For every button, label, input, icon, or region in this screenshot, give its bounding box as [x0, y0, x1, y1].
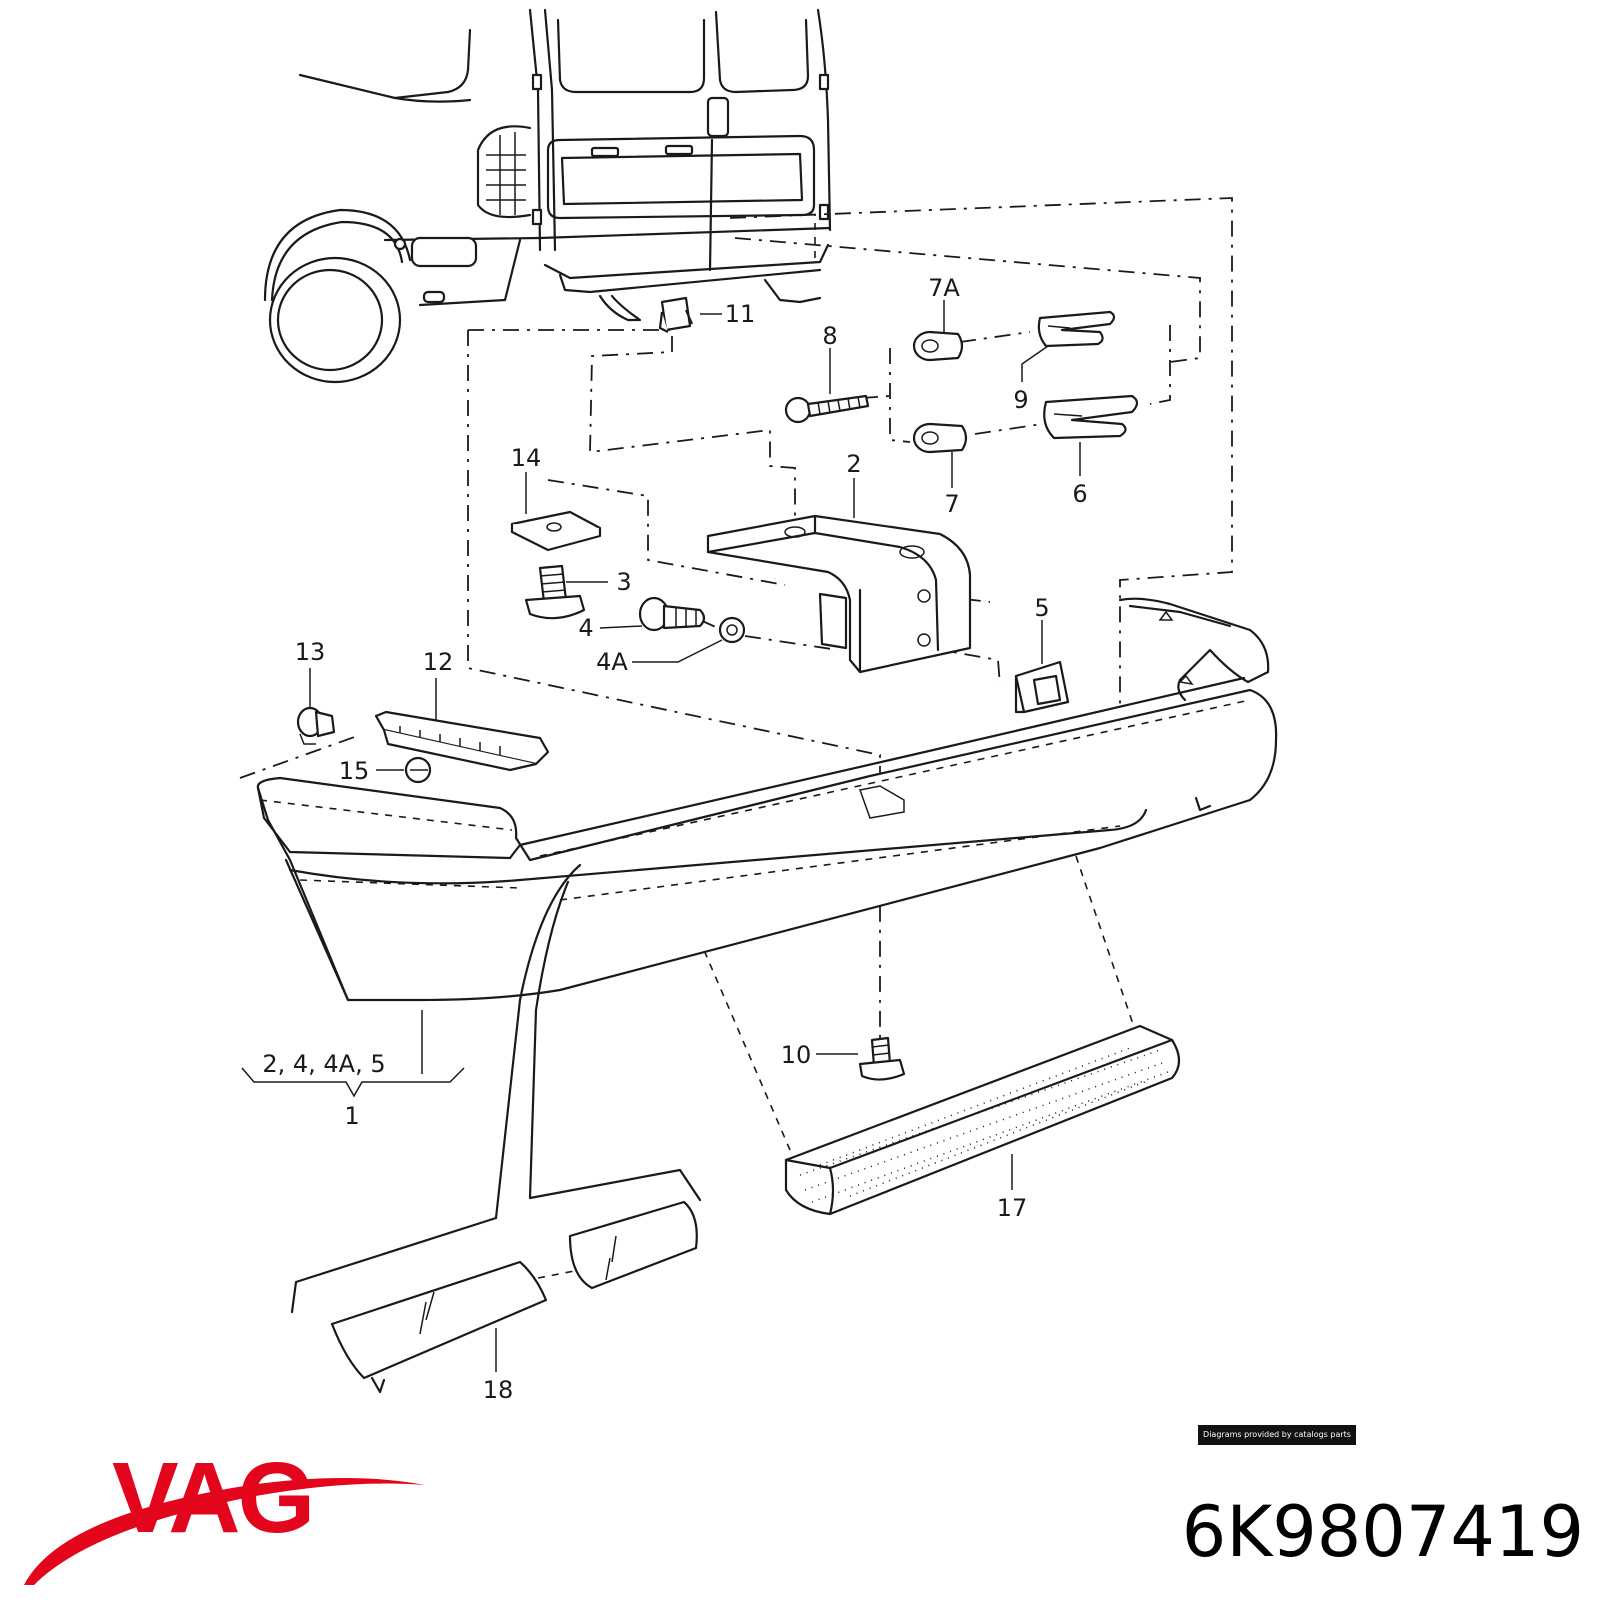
callout-4: 4	[578, 614, 593, 642]
part-4a-washer	[718, 616, 746, 644]
callout-3: 3	[616, 568, 631, 596]
callout-12: 12	[423, 648, 454, 676]
callout-2: 2	[846, 450, 861, 478]
callout-10: 10	[781, 1041, 812, 1069]
part-7a-grommet	[912, 330, 964, 362]
part-18-protection-foil	[290, 863, 702, 1394]
part-5-clip-nut	[1014, 660, 1070, 714]
brand-logo: VAG	[112, 1442, 315, 1554]
callout-15: 15	[339, 757, 370, 785]
part-2-bracket	[706, 514, 972, 674]
callout-14: 14	[511, 444, 542, 472]
leader-lines	[241, 300, 1081, 1372]
part-3-bolt	[524, 564, 586, 620]
callout-8: 8	[822, 322, 837, 350]
part-10-bolt	[858, 1036, 906, 1081]
part-11-clip	[658, 296, 694, 333]
callout-7: 7	[944, 490, 959, 518]
part-7-grommet	[912, 422, 968, 454]
part-1-bumper	[256, 597, 1278, 1002]
part-12-guide	[374, 710, 550, 772]
part-8-screw	[784, 394, 870, 424]
vehicle-rear-body	[263, 8, 832, 384]
part-number: 6K9807419	[1181, 1491, 1584, 1573]
callout-9: 9	[1013, 386, 1028, 414]
part-6-spring-nut	[1043, 394, 1139, 440]
diagram-credit-badge: Diagrams provided by catalogs parts	[1198, 1425, 1356, 1445]
callout-7a: 7A	[928, 274, 960, 302]
callout-1: 1	[344, 1102, 359, 1130]
callout-18: 18	[483, 1376, 514, 1404]
part-17-foam-strip	[784, 1024, 1181, 1216]
callout-group: 2, 4, 4A, 5	[262, 1050, 385, 1078]
callout-17: 17	[997, 1194, 1028, 1222]
part-4-bolt	[638, 596, 706, 632]
part-9-spring-nut	[1037, 310, 1116, 348]
callout-5: 5	[1034, 594, 1049, 622]
callout-13: 13	[295, 638, 326, 666]
callout-4a: 4A	[596, 648, 628, 676]
callout-labels: 7A 11 8 9 14 2 7 6 3 5 4 13 12 4A 15 10 …	[262, 274, 1087, 1404]
vag-logo-swoosh	[24, 1478, 425, 1585]
callout-11: 11	[725, 300, 756, 328]
part-14-plate	[510, 510, 602, 552]
part-15-clip	[404, 756, 432, 784]
callout-6: 6	[1072, 480, 1087, 508]
assembly-guide-lines	[239, 197, 1233, 1279]
part-13-clip	[296, 706, 336, 745]
